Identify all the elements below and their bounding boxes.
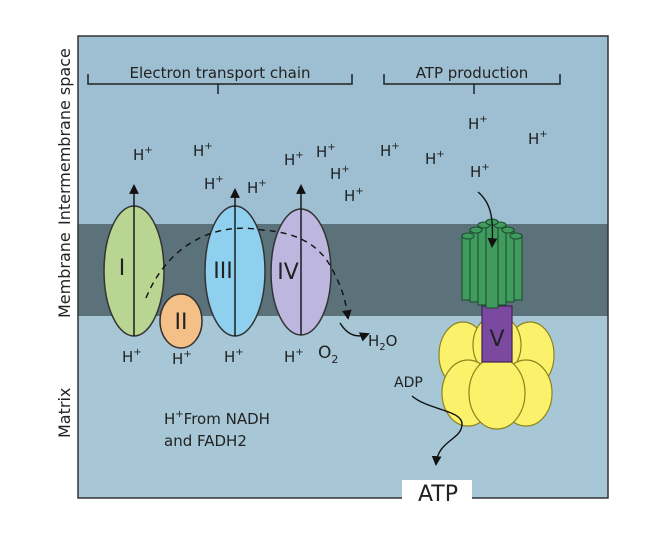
water-label: H2O	[368, 332, 397, 353]
source-text: From NADH	[184, 410, 270, 428]
atp-production-bracket	[383, 74, 561, 94]
etc-bracket	[87, 74, 353, 94]
complex-I-label: I	[119, 256, 126, 281]
proton-ims: H+	[247, 178, 267, 197]
complex-II	[159, 293, 203, 349]
oxygen-label: O2	[318, 343, 338, 366]
adp-to-atp-arrow	[411, 395, 463, 466]
proton-matrix: H+	[122, 347, 142, 366]
intermembrane-protons: H+ H+ H+ H+ H+ H+ H+ H+ H+ H+ H+ H+ H+	[133, 114, 548, 205]
atp-synthase-stalk	[481, 305, 513, 363]
proton-matrix: H+	[172, 349, 192, 368]
rotor-cylinder-top	[509, 232, 523, 240]
proton-ims: H+	[193, 141, 213, 160]
rotor-cylinder-top	[469, 226, 483, 234]
membrane-label: Membrane	[55, 232, 74, 318]
rotor-cylinder-top	[461, 232, 475, 240]
intermembrane-space	[78, 36, 608, 224]
complex-V-label: V	[489, 327, 504, 352]
proton-ims: H+	[133, 145, 153, 164]
adp-label: ADP	[394, 375, 423, 391]
matrix-protons: H+ H+ H+ H+	[122, 347, 304, 368]
proton-ims: H+	[344, 186, 364, 205]
oxygen-to-water-arrow	[339, 322, 370, 342]
proton-ims: H+	[316, 142, 336, 161]
proton-ims: H+	[468, 114, 488, 133]
electron-path	[145, 227, 352, 320]
oxygen-subscript: 2	[331, 353, 338, 366]
complex-IV-label: IV	[277, 260, 299, 285]
matrix-label: Matrix	[55, 388, 74, 438]
etc-header: Electron transport chain	[130, 64, 311, 82]
proton-ims: H+	[204, 174, 224, 193]
water-subscript: 2	[379, 342, 385, 353]
rotor-cylinder-top	[501, 226, 515, 234]
atp-production-header: ATP production	[416, 64, 529, 82]
proton-ims: H+	[380, 141, 400, 160]
proton-ims: H+	[470, 162, 490, 181]
proton-ims: H+	[330, 164, 350, 183]
proton-ims: H+	[425, 149, 445, 168]
diagram-border	[77, 35, 609, 499]
source-proton: H	[164, 410, 175, 428]
proton-ims: H+	[284, 150, 304, 169]
complex-II-label: II	[175, 310, 188, 335]
synthase-proton-arrow	[477, 191, 498, 248]
source-proton-charge: +	[175, 409, 183, 420]
proton-matrix: H+	[284, 347, 304, 366]
atp-synthase-subunit	[468, 356, 526, 430]
source-note-line1: H+From NADH	[164, 409, 270, 428]
proton-matrix: H+	[224, 347, 244, 366]
water-h: H	[368, 332, 379, 350]
source-note-line2: and FADH2	[164, 432, 247, 450]
complex-III-label: III	[213, 259, 232, 284]
proton-ims: H+	[528, 129, 548, 148]
oxygen-symbol: O	[318, 343, 331, 363]
atp-label: ATP	[418, 482, 458, 507]
atp-label-backdrop	[402, 480, 472, 506]
intermembrane-label: Intermembrane space	[55, 48, 74, 225]
water-o: O	[386, 332, 398, 350]
